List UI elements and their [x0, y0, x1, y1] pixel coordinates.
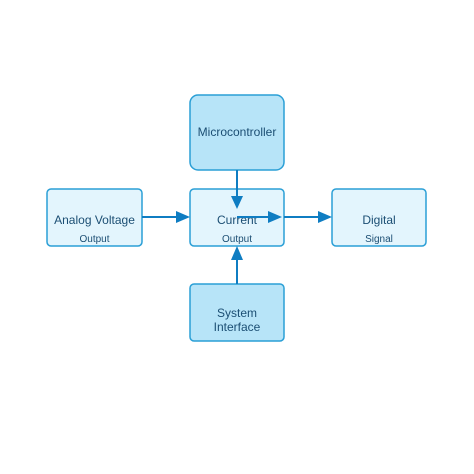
node-microcontroller[interactable]: Microcontroller [189, 94, 285, 171]
node-system-interface-label-line1: System [217, 306, 257, 320]
node-digital-signal-box [331, 188, 427, 247]
edge-microcontroller-to-current [231, 170, 243, 209]
arrowhead-right [318, 211, 332, 223]
node-current-output-label: Current [217, 213, 258, 227]
edge-analog-to-current [142, 211, 190, 223]
node-digital-signal-label: Digital [362, 213, 395, 227]
arrowhead-right [268, 211, 282, 223]
arrowhead-right [176, 211, 190, 223]
node-microcontroller-label: Microcontroller [198, 125, 277, 139]
arrowhead-down [231, 196, 243, 209]
arrowhead-up [231, 246, 243, 260]
node-analog-voltage-output-sublabel: Output [79, 234, 109, 245]
node-analog-voltage-output-label: Analog Voltage [54, 213, 135, 227]
node-system-interface[interactable]: System Interface [189, 283, 285, 342]
edge-current-to-digital [237, 211, 332, 223]
node-current-output-sublabel: Output [222, 234, 252, 245]
node-digital-signal[interactable]: Digital Signal [331, 188, 427, 247]
node-analog-voltage-output[interactable]: Analog Voltage Output [46, 188, 143, 247]
node-system-interface-label-line2: Interface [214, 320, 261, 334]
node-digital-signal-sublabel: Signal [365, 234, 393, 245]
edge-system-to-current [231, 246, 243, 284]
